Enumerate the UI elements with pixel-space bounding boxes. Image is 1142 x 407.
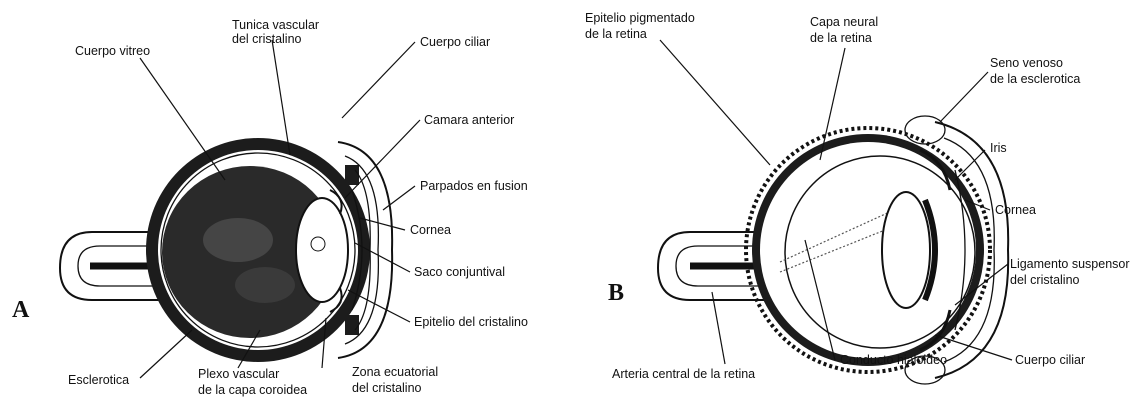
label-iris: Iris (990, 141, 1007, 155)
panel-a: Cuerpo vitreo Tunica vascular del crista… (12, 18, 528, 397)
label-cuerpo-ciliar-b: Cuerpo ciliar (1015, 353, 1085, 367)
label-seno-venoso-1: Seno venoso (990, 56, 1063, 70)
label-plexo-1: Plexo vascular (198, 367, 279, 381)
label-cornea-a: Cornea (410, 223, 451, 237)
label-ligamento-1: Ligamento suspensor (1010, 257, 1130, 271)
label-plexo-2: de la capa coroidea (198, 383, 307, 397)
label-conducto-hialoideo: Conducto hialoideo (840, 353, 947, 367)
venous-sinus-upper (905, 116, 945, 144)
label-cuerpo-ciliar-a: Cuerpo ciliar (420, 35, 490, 49)
label-epitelio-pigmentado-1: Epitelio pigmentado (585, 11, 695, 25)
label-capa-neural-1: Capa neural (810, 15, 878, 29)
label-esclerotica: Esclerotica (68, 373, 129, 387)
label-camara-anterior: Camara anterior (424, 113, 514, 127)
label-zona-ecuatorial-2: del cristalino (352, 381, 422, 395)
label-cornea-b: Cornea (995, 203, 1036, 217)
label-cuerpo-vitreo: Cuerpo vitreo (75, 44, 150, 58)
label-arteria-central: Arteria central de la retina (612, 367, 755, 381)
label-tunica-vascular-1: Tunica vascular (232, 18, 319, 32)
label-epitelio-pigmentado-2: de la retina (585, 27, 647, 41)
panel-letter-b: B (608, 280, 624, 306)
panel-letter-a: A (12, 297, 30, 323)
label-parpados: Parpados en fusion (420, 179, 528, 193)
panel-b: Epitelio pigmentado de la retina Capa ne… (585, 11, 1130, 384)
label-ligamento-2: del cristalino (1010, 273, 1080, 287)
label-tunica-vascular-2: del cristalino (232, 32, 302, 46)
label-epitelio-cristalino: Epitelio del cristalino (414, 315, 528, 329)
label-zona-ecuatorial-1: Zona ecuatorial (352, 365, 438, 379)
label-capa-neural-2: de la retina (810, 31, 872, 45)
lens-b (882, 192, 930, 308)
label-seno-venoso-2: de la esclerotica (990, 72, 1080, 86)
label-saco-conjuntival: Saco conjuntival (414, 265, 505, 279)
